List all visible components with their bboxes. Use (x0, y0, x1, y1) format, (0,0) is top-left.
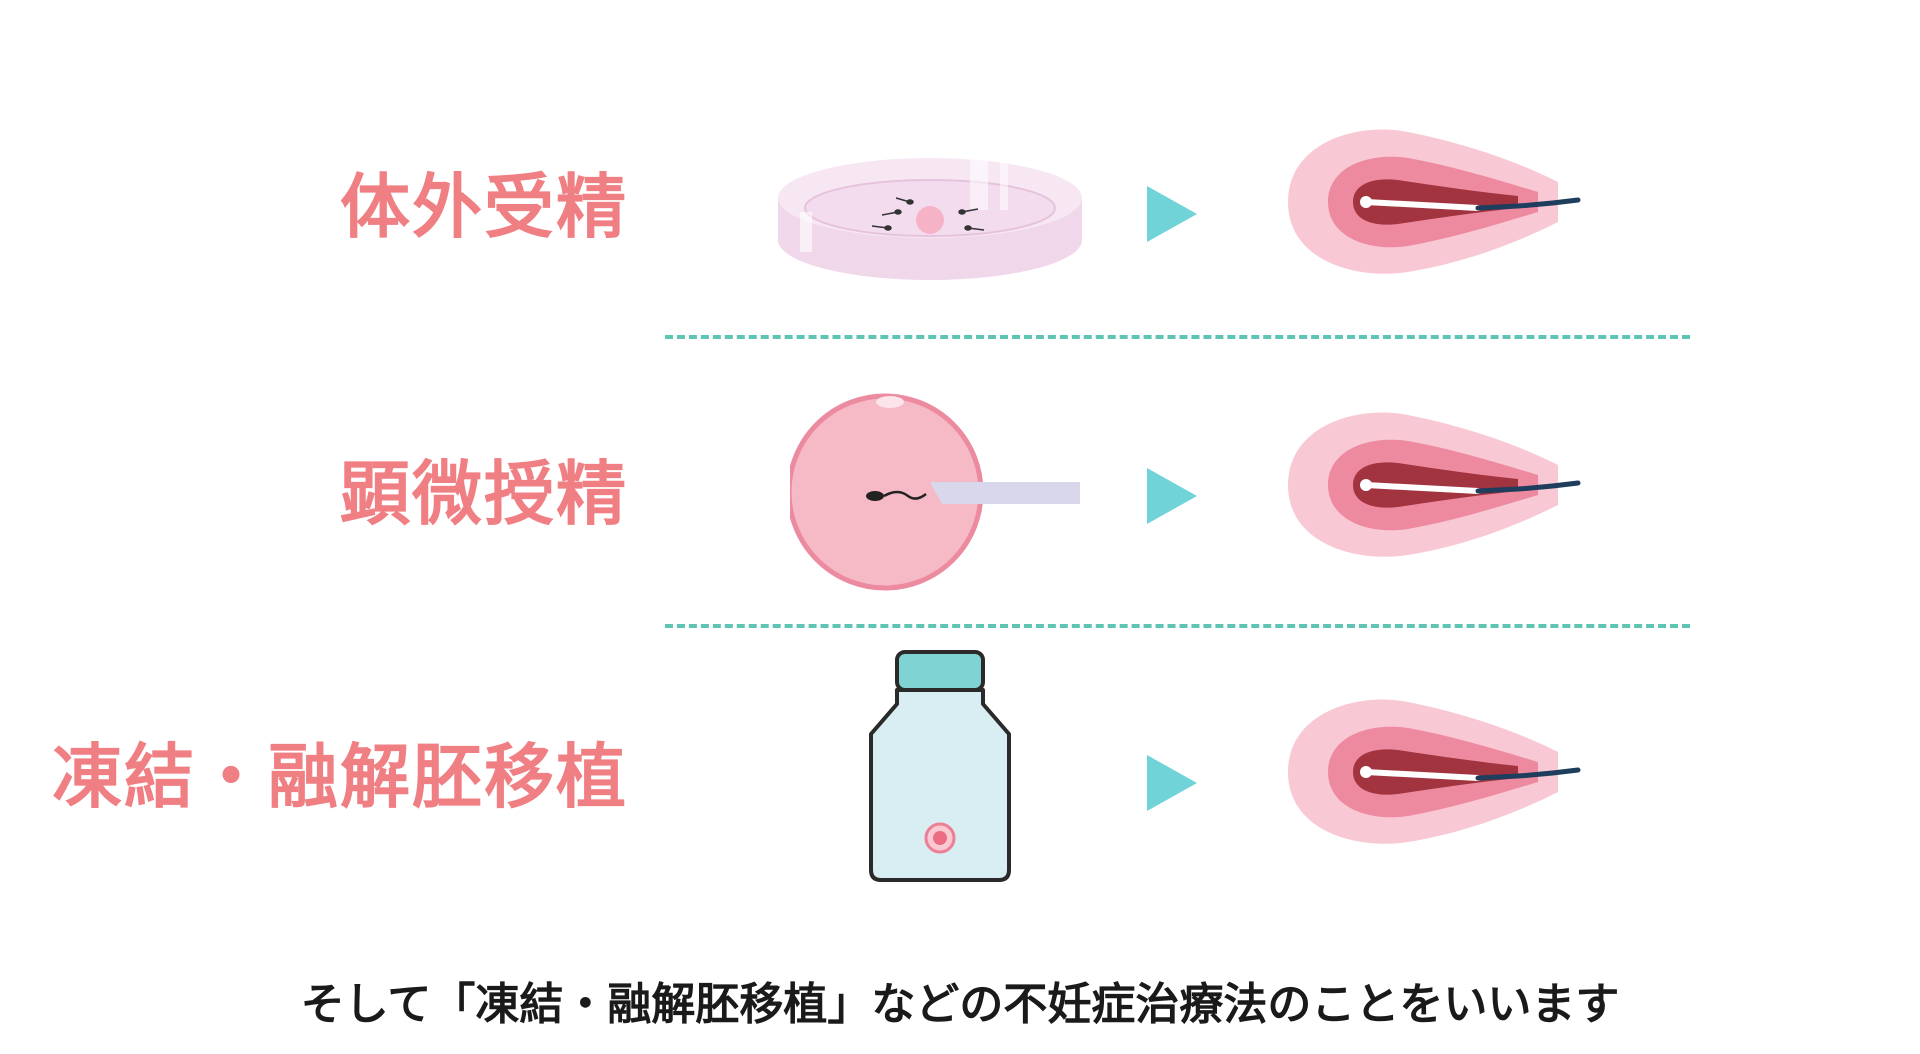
label-frozen-embryo-transfer: 凍結・融解胚移植 (52, 736, 628, 818)
dashed-divider (665, 624, 1690, 628)
subtitle-caption: そして「凍結・融解胚移植」などの不妊症治療法のことをいいます (300, 979, 1620, 1030)
triangle-arrow-icon (1147, 755, 1197, 811)
label-icsi: 顕微授精 (340, 453, 628, 535)
triangle-arrow-icon (1147, 186, 1197, 242)
label-ivf: 体外受精 (340, 166, 628, 248)
uterus-catheter-icon (1288, 699, 1581, 844)
petri-dish-icon (778, 150, 1082, 280)
dashed-divider (665, 335, 1690, 339)
triangle-arrow-icon (1147, 468, 1197, 524)
uterus-catheter-icon (1288, 129, 1581, 274)
uterus-catheter-icon (1288, 412, 1581, 557)
storage-bottle-icon (869, 650, 1011, 882)
egg-injection-icon (790, 393, 1080, 591)
